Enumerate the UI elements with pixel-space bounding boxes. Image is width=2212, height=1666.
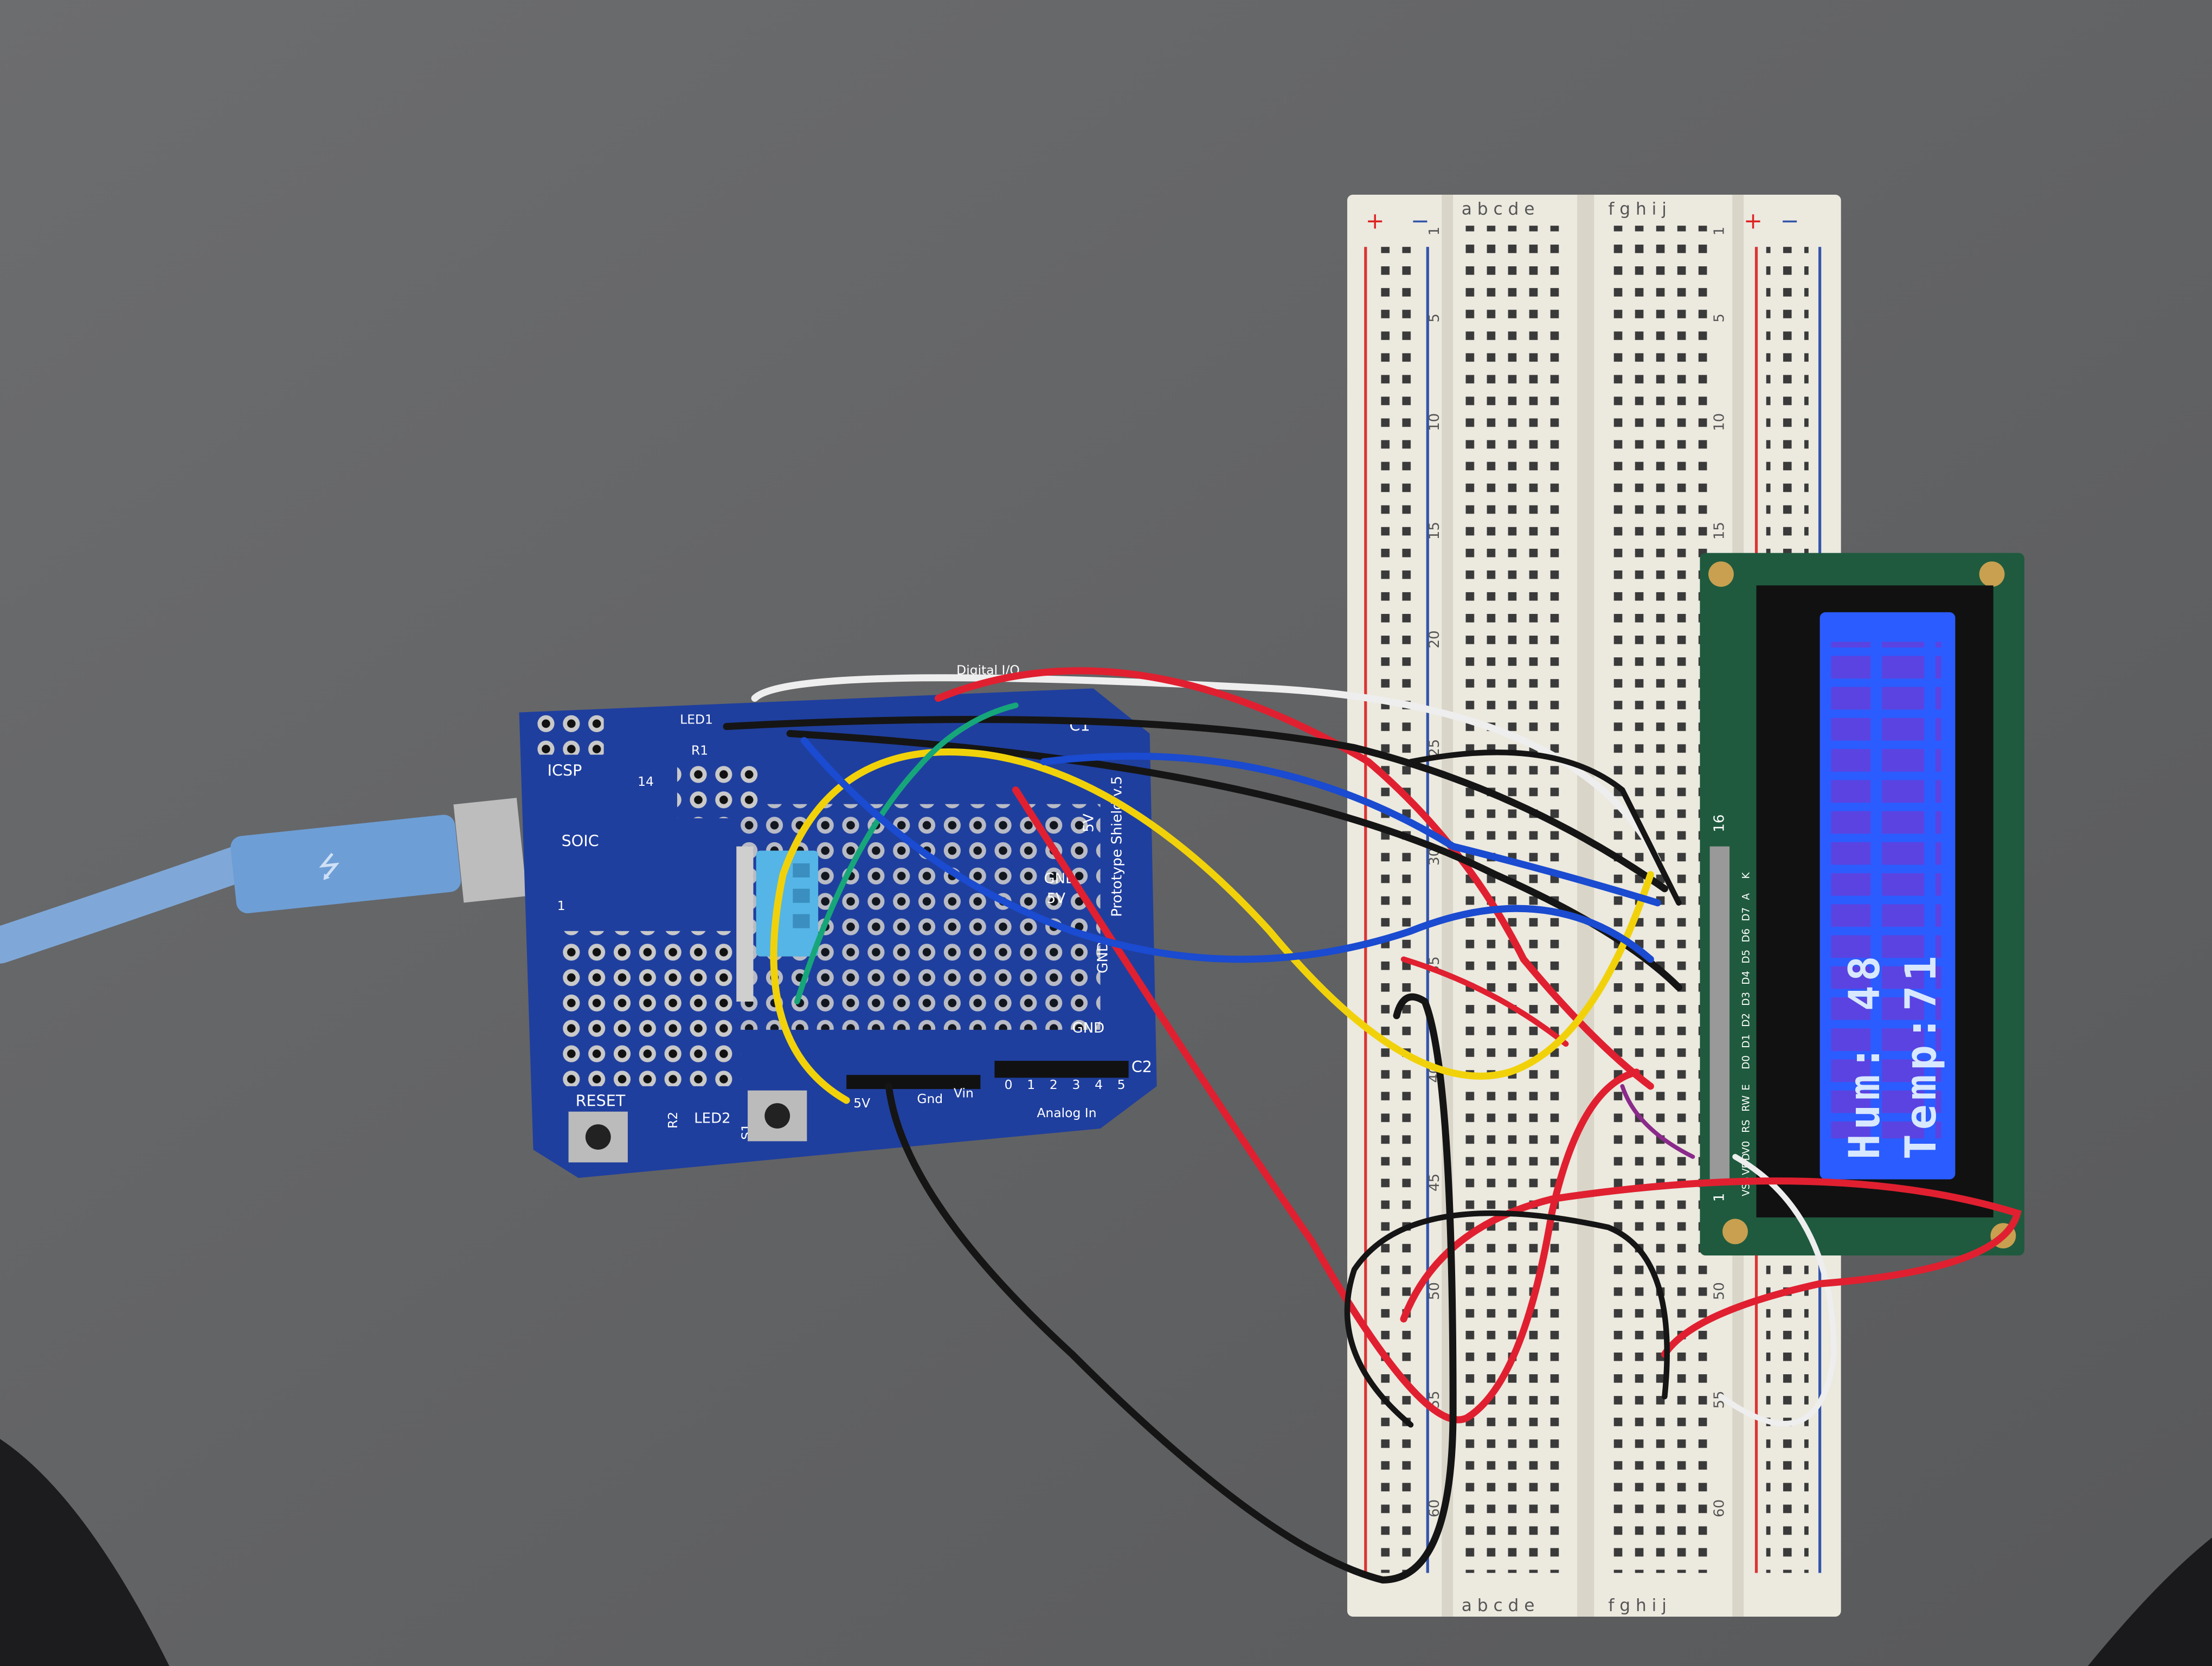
- soic-label: SOIC: [562, 832, 599, 850]
- power-vin-label: Vin: [954, 1086, 974, 1101]
- pin14-label: 14: [638, 774, 654, 789]
- row-number-left: 10: [1426, 413, 1443, 431]
- lcd-pin-label: E: [1741, 1084, 1752, 1091]
- wire-purple: [1620, 1084, 1695, 1159]
- analog-pin-label: 1: [1027, 1077, 1035, 1092]
- row-number-right: 60: [1712, 1500, 1728, 1517]
- usb-cable: ⭍: [0, 798, 527, 964]
- row-number-left: 15: [1426, 522, 1443, 540]
- usb-icon: ⭍: [316, 851, 343, 884]
- row-number-left: 20: [1426, 630, 1443, 648]
- row-number-right: 5: [1712, 313, 1728, 323]
- lcd-pin-label: D4: [1741, 971, 1752, 985]
- wire-red-1: [934, 667, 1654, 1090]
- lcd-pin-label: D3: [1741, 992, 1752, 1006]
- analog-pin-label: 4: [1095, 1077, 1103, 1092]
- c2-label: C2: [1131, 1058, 1152, 1076]
- reset-button[interactable]: [585, 1124, 611, 1150]
- lcd-pin-label: D2: [1741, 1013, 1752, 1027]
- column-labels-right-bottom: f g h i j: [1608, 1596, 1667, 1616]
- wire-black-5: [1407, 749, 1682, 906]
- row-number-right: 1: [1712, 227, 1728, 236]
- lcd-pin-label: RS: [1741, 1120, 1752, 1133]
- wire-black-3: [885, 993, 1457, 1584]
- lcd-pin-label: K: [1741, 872, 1752, 879]
- lcd-pin-label: D7: [1741, 907, 1752, 921]
- r1-label: R1: [691, 743, 708, 758]
- row-number-left: 1: [1426, 227, 1443, 236]
- rail-minus-label: −: [1411, 207, 1430, 234]
- wire-red-4: [1400, 956, 1569, 1047]
- row-number-left: 50: [1426, 1282, 1443, 1300]
- rail-minus-label-right: −: [1780, 207, 1799, 234]
- analog-pin-label: 5: [1117, 1077, 1126, 1092]
- lcd-pin-label: A: [1741, 893, 1752, 900]
- lcd-pin-1-label: 1: [1712, 1193, 1728, 1202]
- lcd-header-pins: [1709, 846, 1730, 1185]
- wire-white-2: [1718, 1154, 1837, 1427]
- rail-plus-label: +: [1366, 207, 1385, 234]
- analog-pin-label: 2: [1050, 1077, 1058, 1092]
- jumper-wires: [723, 667, 2022, 1584]
- row-number-right: 10: [1712, 413, 1728, 431]
- 5v-side-label: 5V: [1081, 813, 1097, 832]
- analog-pin-label: 0: [1005, 1077, 1013, 1092]
- rail-plus-label-right: +: [1744, 207, 1763, 234]
- lcd-pin-label: V0: [1741, 1141, 1752, 1154]
- row-number-right: 15: [1712, 522, 1728, 540]
- wire-blue-1: [800, 737, 1654, 963]
- column-labels-right: f g h i j: [1608, 199, 1667, 219]
- wire-red-2: [1012, 786, 1640, 1424]
- row-number-left: 5: [1426, 313, 1443, 323]
- row-number-right: 50: [1712, 1282, 1728, 1300]
- wire-black-4: [1344, 1210, 1670, 1428]
- pin1-label: 1: [557, 898, 565, 913]
- lcd-pin-label: D1: [1741, 1034, 1752, 1048]
- gnd-side-label: GND: [1095, 941, 1111, 973]
- r2-label: R2: [665, 1112, 680, 1129]
- wire-green: [794, 702, 1019, 1005]
- reset-label: RESET: [576, 1091, 626, 1110]
- wire-white: [751, 674, 1661, 864]
- wire-yellow: [770, 748, 1654, 1104]
- lcd-line-1: Hum: 48: [1841, 952, 1889, 1159]
- analog-pin-label: 3: [1072, 1077, 1081, 1092]
- icsp-label: ICSP: [548, 761, 582, 780]
- power-5v-label: 5V: [853, 1095, 870, 1111]
- gnd-label-2: GND: [1072, 1020, 1105, 1036]
- lcd-pin-label: D0: [1741, 1055, 1752, 1069]
- wire-blue-2: [1040, 752, 1661, 907]
- lcd-line-2: Temp:71: [1897, 952, 1946, 1159]
- s1-button[interactable]: [764, 1103, 790, 1129]
- analog-in-label: Analog In: [1037, 1105, 1097, 1120]
- row-number-left: 45: [1426, 1174, 1443, 1191]
- wire-black-1: [723, 716, 1668, 893]
- lcd-pin-label: D5: [1741, 950, 1752, 964]
- led1-label: LED1: [680, 712, 713, 727]
- column-labels-left: a b c d e: [1462, 199, 1535, 219]
- desk-edge-shadow: [0, 1439, 170, 1666]
- lcd-pin-label: D6: [1741, 928, 1752, 943]
- dht11-pins: [736, 846, 754, 1002]
- lcd-pin-label: RW: [1741, 1095, 1752, 1112]
- column-labels-left-bottom: a b c d e: [1462, 1596, 1535, 1616]
- led2-label: LED2: [694, 1111, 730, 1127]
- power-gnd-label: Gnd: [917, 1091, 943, 1106]
- breadboard: + − a b c d e f g h i j + − a b c d e f …: [1347, 194, 1841, 1617]
- 5v-label: 5V: [1047, 890, 1066, 907]
- desk-corner-shadow: [2088, 1537, 2212, 1666]
- lcd-pin-16-label: 16: [1712, 815, 1728, 832]
- lcd-1602-module: Hum: 48 Temp:71 16 1 VSSVDDV0RSRWED0D1D2…: [1700, 553, 2024, 1256]
